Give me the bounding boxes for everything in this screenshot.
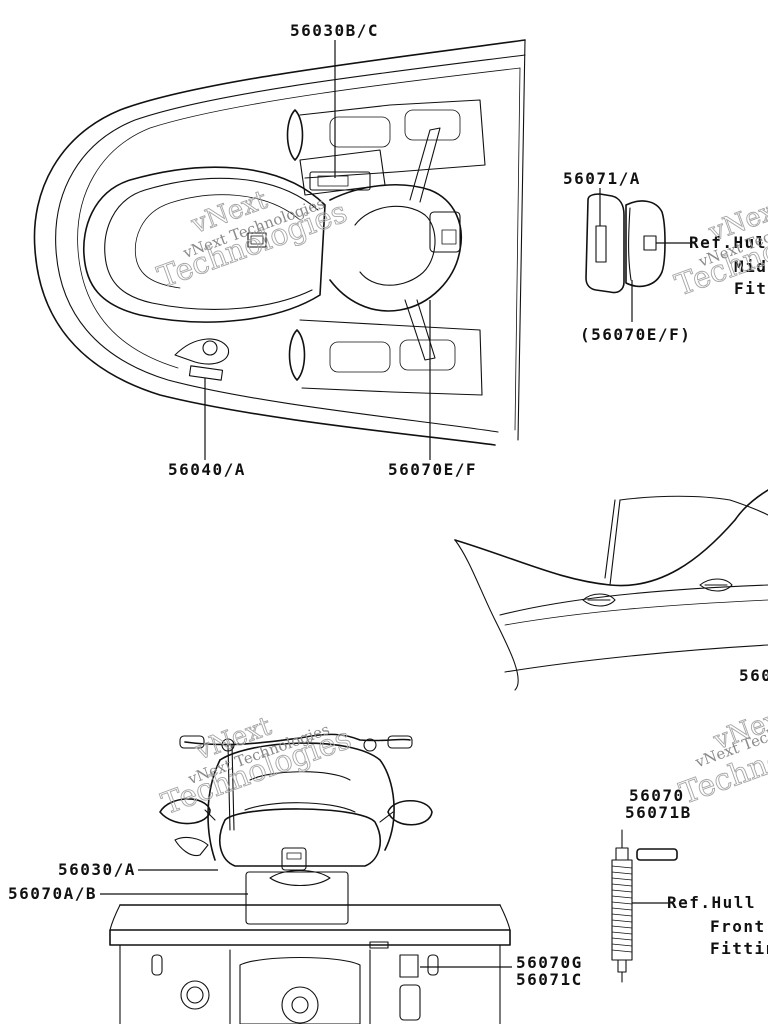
callout-56070ef: 56070E/F	[388, 460, 477, 479]
ref-hull-mid-line2: Mid	[734, 257, 767, 276]
callout-56070g: 56070G	[516, 953, 583, 972]
watermark-2: vNext Technologies vNext Technologies	[157, 711, 356, 823]
detail-mid-fitting	[585, 188, 690, 322]
rear-view-watercraft	[100, 733, 512, 1024]
side-view-hull	[454, 489, 768, 691]
callout-56071c: 56071C	[516, 970, 583, 989]
callout-56030bc: 56030B/C	[290, 21, 379, 40]
callout-56071a: 56071/A	[563, 169, 641, 188]
ref-hull-front-line2: Front	[710, 917, 766, 936]
ref-hull-front-line3: Fittin	[710, 939, 768, 958]
top-view-watercraft	[33, 39, 526, 460]
callout-56070ab: 56070A/B	[8, 884, 97, 903]
callout-56040a: 56040/A	[168, 460, 246, 479]
ref-hull-front-label: Ref.Hull	[667, 893, 756, 912]
callout-56070-detail: 56070	[629, 786, 685, 805]
callout-56030a: 56030/A	[58, 860, 136, 879]
callout-56071b: 56071B	[625, 803, 692, 822]
ref-hull-mid-line3: Fitt	[734, 279, 768, 298]
watermark-1: vNext Technologies vNext Technologies	[153, 184, 352, 296]
callout-560-side: 560	[739, 666, 768, 685]
detail-front-fitting	[611, 829, 678, 983]
ref-hull-mid-label: Ref.Hul	[689, 233, 767, 252]
callout-56070ef-detail: (56070E/F)	[580, 325, 691, 344]
